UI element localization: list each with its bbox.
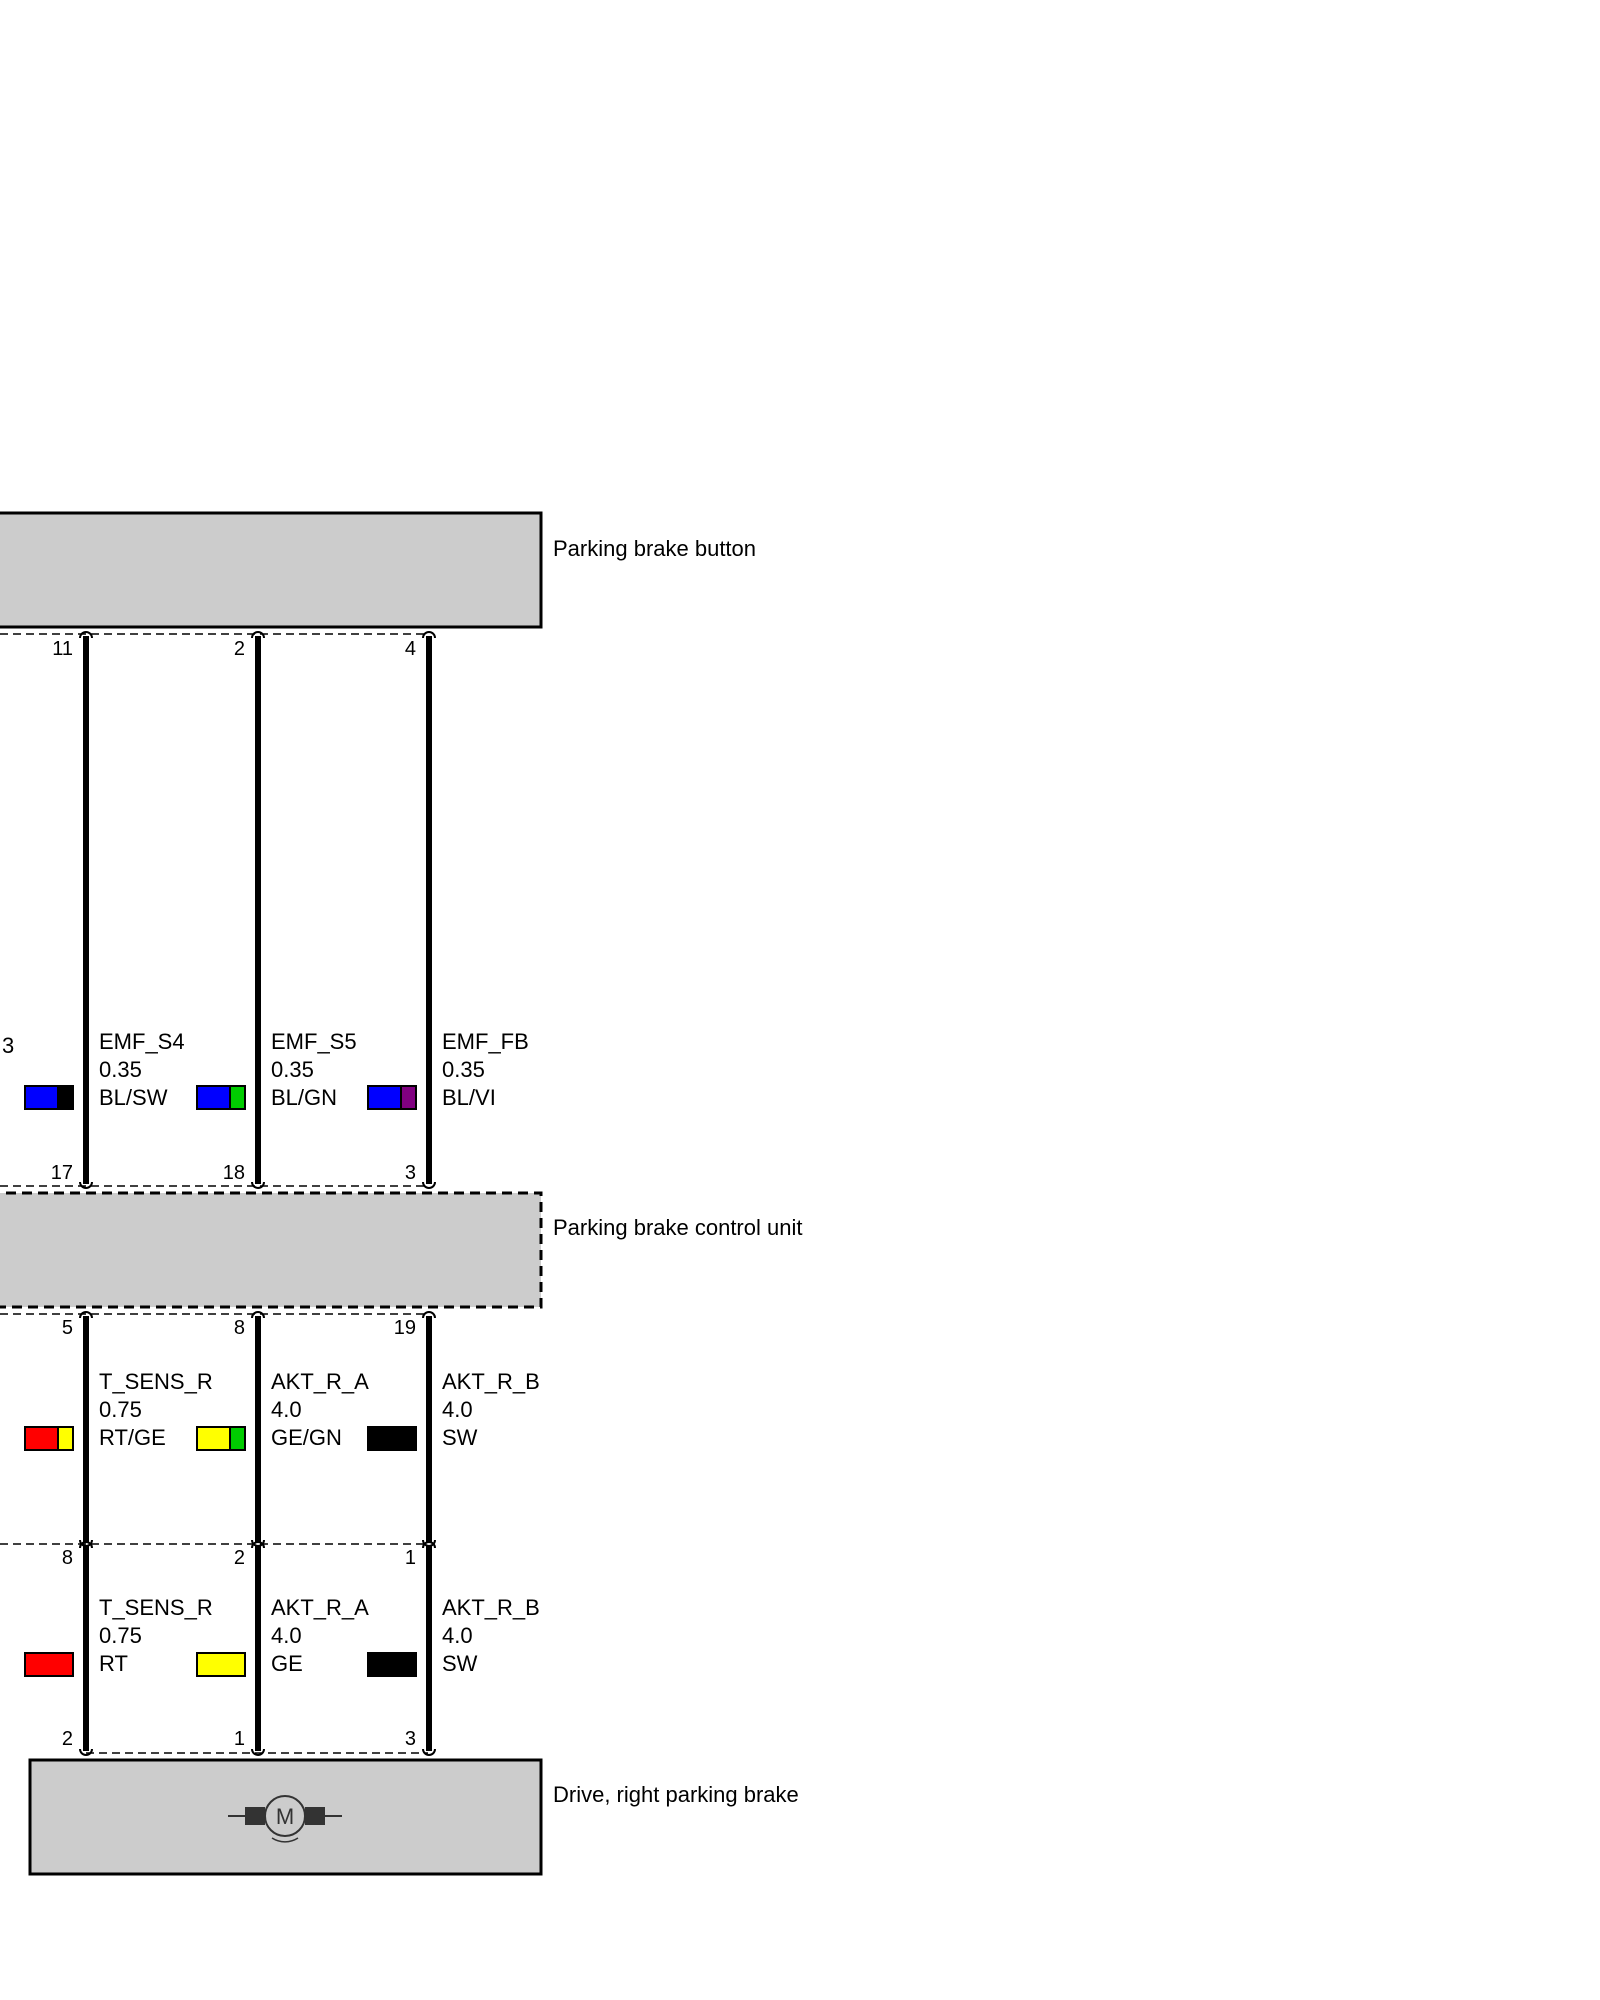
- wire-1-segment-3-size: 0.75: [99, 1623, 142, 1648]
- pin-control-unit-bottom-19: 19: [394, 1317, 416, 1339]
- wire-2-segment-3-name: AKT_R_A: [271, 1595, 369, 1620]
- pin-control-unit-bottom-5: 5: [62, 1317, 73, 1339]
- wire-2-segment-1-color-swatch-border: [196, 1085, 246, 1110]
- partial-wire-color-swatch-2-stripe: [58, 1427, 73, 1450]
- wire-2-segment-1-size: 0.35: [271, 1057, 314, 1082]
- wire-3-segment-1-bottom-notch: [422, 1181, 436, 1189]
- wire-1-segment-1-color-code: BL/SW: [99, 1085, 168, 1110]
- wire-3-segment-2-top-notch: [422, 1311, 436, 1319]
- wire-1-segment-1-top-notch: [79, 631, 93, 639]
- pin-button-11: 11: [52, 638, 73, 660]
- pin-inline-connector-1: 1: [405, 1547, 416, 1569]
- truncated-wire-label: 3: [2, 1033, 14, 1058]
- pin-inline-connector-8: 8: [62, 1547, 73, 1569]
- wire-2-segment-3-top-notch: [251, 1541, 265, 1549]
- wire-1-segment-1-size: 0.35: [99, 1057, 142, 1082]
- drive-right-parking-brake-label: Drive, right parking brake: [553, 1782, 799, 1807]
- wire-2-segment-1-color-code: BL/GN: [271, 1085, 337, 1110]
- wire-2-segment-1-bottom-notch: [251, 1181, 265, 1189]
- wire-2-segment-2-name: AKT_R_A: [271, 1369, 369, 1394]
- partial-wire-color-swatch-1: [24, 1085, 74, 1110]
- pin-control-unit-bottom-8: 8: [234, 1317, 245, 1339]
- wire-1-segment-2-size: 0.75: [99, 1397, 142, 1422]
- wire-2-segment-1-color-swatch: [196, 1085, 246, 1110]
- wire-2-segment-1-color-swatch-stripe: [230, 1086, 245, 1109]
- pin-control-unit-top-18: 18: [223, 1162, 245, 1184]
- pin-drive-2: 2: [62, 1728, 73, 1750]
- wire-1: EMF_S40.35BL/SWT_SENS_R0.75RT/GET_SENS_R…: [24, 631, 213, 1756]
- wire-2-segment-2-color-swatch-primary: [197, 1427, 230, 1450]
- wire-3-segment-3-bottom-notch: [422, 1748, 436, 1756]
- wire-1-segment-3-top-notch: [79, 1541, 93, 1549]
- wire-3-segment-1-color-swatch-stripe: [401, 1086, 416, 1109]
- motor-icon: M: [228, 1795, 342, 1843]
- wire-2-segment-1-top-notch: [251, 631, 265, 639]
- pin-button-2: 2: [234, 638, 245, 660]
- wire-1-segment-2-color-code: RT/GE: [99, 1425, 166, 1450]
- wire-3-segment-1-color-code: BL/VI: [442, 1085, 496, 1110]
- partial-wire-color-swatch-2-border: [24, 1426, 74, 1451]
- wire-3-segment-1-color-swatch: [367, 1085, 417, 1110]
- wire-1-segment-3-bottom-notch: [79, 1748, 93, 1756]
- parking-brake-control-unit-box: [0, 1191, 543, 1309]
- wire-3-segment-1-name: EMF_FB: [442, 1029, 529, 1054]
- wire-2-segment-3-size: 4.0: [271, 1623, 302, 1648]
- pin-control-unit-top-3: 3: [405, 1162, 416, 1184]
- wire-2-segment-3-color-swatch: [196, 1652, 246, 1677]
- wire-1-segment-1-bottom-notch: [79, 1181, 93, 1189]
- wire-2-segment-3-bottom-notch: [251, 1748, 265, 1756]
- partial-wire-color-swatch-2-primary: [25, 1427, 58, 1450]
- wire-2-segment-2-color-swatch-border: [196, 1426, 246, 1451]
- pin-button-4: 4: [405, 638, 416, 660]
- wire-3-segment-3-color-code: SW: [442, 1651, 478, 1676]
- wire-1-segment-1-name: EMF_S4: [99, 1029, 185, 1054]
- wire-3-segment-1-color-swatch-border: [367, 1085, 417, 1110]
- wire-3-segment-3-color-swatch: [367, 1652, 417, 1677]
- parking-brake-button-label: Parking brake button: [553, 536, 756, 561]
- wire-3: EMF_FB0.35BL/VIAKT_R_B4.0SWAKT_R_B4.0SW4…: [367, 631, 540, 1756]
- pin-control-unit-top-17: 17: [51, 1162, 73, 1184]
- wire-2-segment-2-color-swatch: [196, 1426, 246, 1451]
- wire-1-segment-3-color-code: RT: [99, 1651, 128, 1676]
- wire-3-segment-2-name: AKT_R_B: [442, 1369, 540, 1394]
- wire-3-segment-3-size: 4.0: [442, 1623, 473, 1648]
- wires-group: EMF_S40.35BL/SWT_SENS_R0.75RT/GET_SENS_R…: [24, 631, 540, 1756]
- wire-3-segment-2-color-code: SW: [442, 1425, 478, 1450]
- partial-wire-color-swatch-1-primary: [25, 1086, 58, 1109]
- wire-2-segment-1-color-swatch-primary: [197, 1086, 230, 1109]
- wire-2-segment-3-color-code: GE: [271, 1651, 303, 1676]
- wire-1-segment-3-name: T_SENS_R: [99, 1595, 213, 1620]
- wire-2: EMF_S50.35BL/GNAKT_R_A4.0GE/GNAKT_R_A4.0…: [196, 631, 369, 1756]
- wire-3-segment-3-name: AKT_R_B: [442, 1595, 540, 1620]
- pin-drive-3: 3: [405, 1728, 416, 1750]
- wire-2-segment-1-name: EMF_S5: [271, 1029, 357, 1054]
- wire-3-segment-3-top-notch: [422, 1541, 436, 1549]
- parking-brake-control-unit-label: Parking brake control unit: [553, 1215, 802, 1240]
- wire-1-segment-2-name: T_SENS_R: [99, 1369, 213, 1394]
- parking-brake-button-box: [0, 511, 543, 629]
- wire-2-segment-2-top-notch: [251, 1311, 265, 1319]
- wire-3-segment-1-size: 0.35: [442, 1057, 485, 1082]
- wire-2-segment-2-size: 4.0: [271, 1397, 302, 1422]
- wire-3-segment-2-size: 4.0: [442, 1397, 473, 1422]
- wire-2-segment-2-color-swatch-stripe: [230, 1427, 245, 1450]
- partial-swatches-group: [24, 1085, 74, 1677]
- partial-wire-color-swatch-2: [24, 1426, 74, 1451]
- partial-wire-color-swatch-1-stripe: [58, 1086, 73, 1109]
- pin-drive-1: 1: [234, 1728, 245, 1750]
- motor-letter: M: [276, 1804, 294, 1829]
- pin-inline-connector-2: 2: [234, 1547, 245, 1569]
- wire-3-segment-1-top-notch: [422, 631, 436, 639]
- wire-3-segment-1-color-swatch-primary: [368, 1086, 401, 1109]
- wire-3-segment-2-color-swatch: [367, 1426, 417, 1451]
- partial-wire-color-swatch-1-border: [24, 1085, 74, 1110]
- wire-2-segment-2-color-code: GE/GN: [271, 1425, 342, 1450]
- wire-1-segment-2-top-notch: [79, 1311, 93, 1319]
- partial-wire-color-swatch-3: [24, 1652, 74, 1677]
